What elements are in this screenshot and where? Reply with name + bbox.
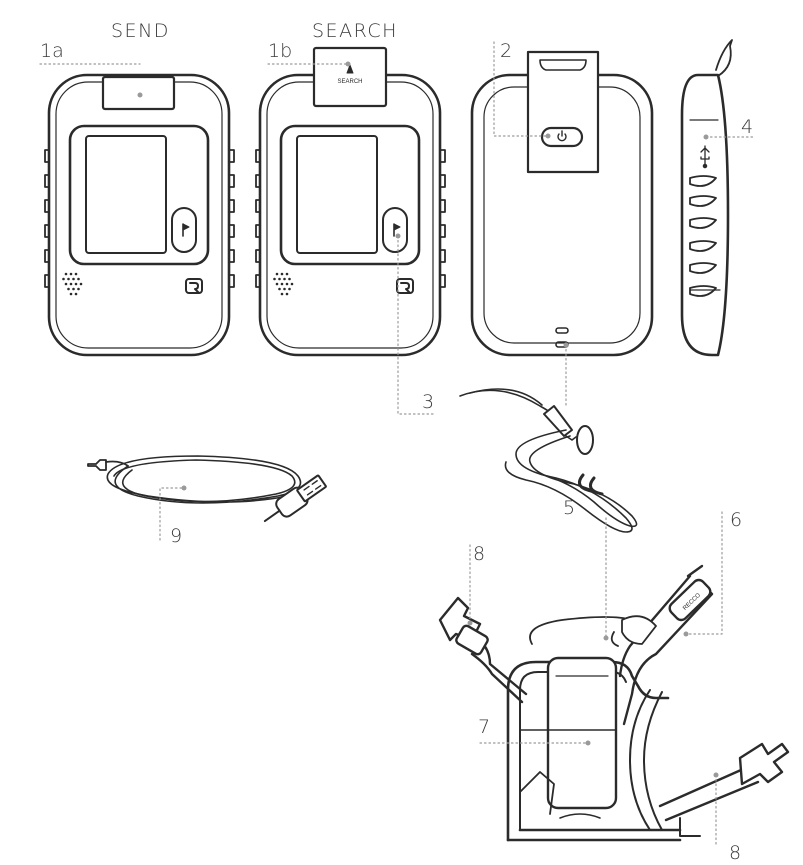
- callout-4: 4: [741, 116, 754, 138]
- usb-cable: [87, 455, 327, 523]
- search-slider-label: SEARCH: [337, 79, 362, 85]
- device-search-front: SEARCH: [255, 46, 446, 357]
- carry-harness: RECCO: [438, 564, 790, 842]
- brand-logo-icon: [396, 278, 414, 294]
- strap-6: RECCO: [618, 564, 714, 726]
- usb-icon: [700, 145, 710, 169]
- callout-8-bottom: 8: [729, 842, 742, 864]
- speaker-grille: [273, 272, 294, 296]
- buckle-bottom: [658, 742, 790, 837]
- brand-logo-icon: [185, 278, 203, 294]
- send-mode-title: SEND: [111, 20, 170, 42]
- leader-lines: [39, 41, 755, 846]
- callout-8-top: 8: [473, 543, 486, 565]
- speaker-grille: [62, 272, 83, 296]
- buckle-top: [438, 596, 528, 704]
- callout-3: 3: [422, 391, 435, 413]
- callout-7: 7: [478, 716, 491, 738]
- callout-5: 5: [563, 497, 576, 519]
- arrow-up-icon: [346, 64, 354, 74]
- flag-icon: [393, 223, 401, 237]
- lanyard-leash: [459, 388, 638, 533]
- callout-1b: 1b: [268, 40, 293, 62]
- device-send-front: [44, 73, 235, 357]
- flag-icon: [182, 223, 190, 237]
- device-back: [470, 50, 654, 357]
- device-side: [680, 39, 733, 357]
- callout-2: 2: [500, 40, 513, 62]
- power-icon: [557, 130, 567, 142]
- callout-9: 9: [170, 525, 183, 547]
- search-mode-title: SEARCH: [312, 20, 398, 42]
- holster-pouch-7: [519, 656, 618, 810]
- leader-dots: [137, 61, 719, 778]
- callout-1a: 1a: [40, 40, 64, 62]
- callout-6: 6: [730, 509, 743, 531]
